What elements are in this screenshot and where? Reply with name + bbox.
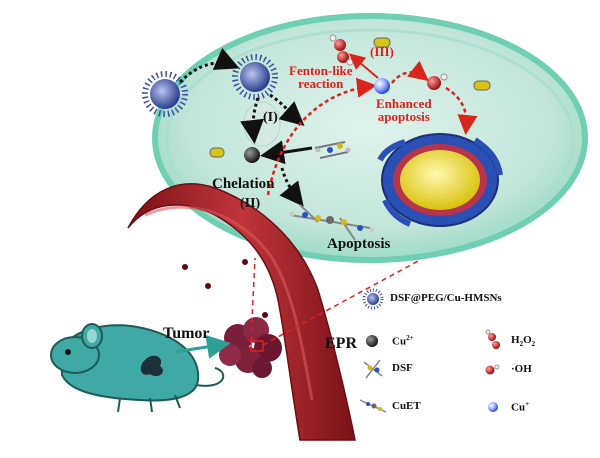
step3-label: (III): [370, 44, 394, 59]
oh-to-nucleus-arrow: [445, 86, 478, 135]
nanoparticle-membrane: [232, 54, 278, 100]
cuet-molecule: [289, 204, 375, 241]
mouse: [50, 323, 225, 413]
legend-cuet-icon: [359, 399, 387, 413]
chelation-label: Chelation: [212, 176, 275, 192]
legend-cu2-text: Cu2+: [392, 334, 414, 348]
apoptosis-label: Apoptosis: [327, 236, 391, 252]
enhanced-apoptosis-label: Enhanced apoptosis: [376, 96, 432, 124]
nucleus: [377, 133, 503, 227]
vessel-highlight: [144, 205, 314, 401]
legend-h2o2-text: H2O2: [511, 334, 536, 349]
legend-cu2-icon: [366, 335, 378, 347]
tumor-label: Tumor: [163, 325, 210, 342]
blood-vessel: [127, 183, 356, 441]
nanoparticle-outer: [142, 71, 188, 117]
legend-oh-icon: [485, 364, 500, 375]
legend-h2o2-icon: [485, 329, 500, 349]
legend-dsf-text: DSF: [392, 362, 413, 374]
oh-radical: [427, 73, 448, 90]
legend-nano-icon: [362, 288, 384, 310]
cuet-arrow: [279, 167, 304, 207]
mouse-to-tumor-arrow: [174, 334, 231, 359]
legend-cuet-text: CuET: [392, 400, 421, 412]
legend-cu1-icon: [488, 402, 498, 412]
step2-label: (II): [240, 196, 261, 211]
tumor-mass: [219, 317, 282, 378]
fenton-arrow: [266, 77, 377, 196]
epr-line-right: [262, 259, 421, 346]
cu1-to-oh-arrow: [391, 60, 429, 84]
release-arrow-down: [240, 97, 264, 144]
legend-nano-text: DSF@PEG/Cu-HMSNs: [390, 292, 502, 304]
vessel-pore: [262, 312, 268, 318]
step1-label: (I): [263, 110, 278, 125]
h2o2-inner: [209, 147, 225, 158]
cu1-ion: [374, 78, 390, 94]
capsule: [373, 37, 391, 48]
uptake-arrow: [178, 47, 240, 84]
release-arrow-right: [269, 93, 305, 126]
vessel-pore: [182, 264, 188, 270]
epr-label: EPR: [325, 335, 357, 352]
vessel-pore: [205, 283, 211, 289]
vessel-pore: [242, 259, 248, 265]
dsf-molecule-inner: [314, 141, 351, 159]
epr-line-left: [250, 257, 256, 342]
step3-arrow: [348, 53, 379, 79]
fenton-label: Fenton-like reaction: [289, 63, 353, 91]
legend-oh-text: ·OH: [511, 363, 532, 375]
legend-cu1-text: Cu+: [511, 400, 530, 414]
capsule: [473, 80, 491, 91]
cu2-ion: [244, 147, 260, 163]
chelation-arrow: [260, 140, 313, 165]
legend-dsf-icon: [363, 359, 383, 379]
cell-inner-edge: [165, 28, 575, 252]
